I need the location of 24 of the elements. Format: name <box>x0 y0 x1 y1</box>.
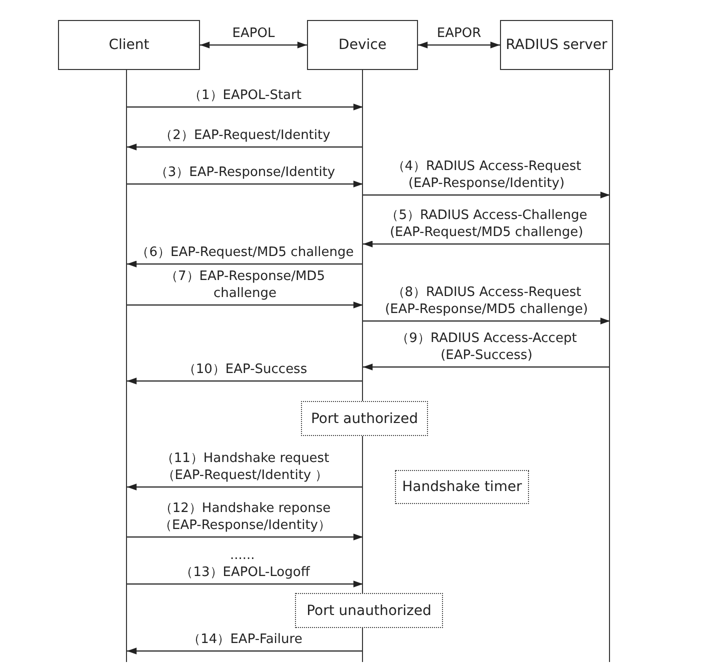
message-arrow <box>127 180 363 188</box>
message-arrow <box>363 318 610 324</box>
state-box: Port unauthorized <box>295 593 443 628</box>
message-arrow <box>127 144 363 150</box>
message-arrow <box>363 240 610 248</box>
message-arrow <box>127 302 363 308</box>
participant-box: Client <box>58 20 200 70</box>
message-arrow <box>418 42 500 48</box>
timer-box: Handshake timer <box>395 470 529 504</box>
ellipsis-text: ...... <box>230 548 255 563</box>
message-arrow <box>127 484 363 490</box>
message-arrow <box>127 648 363 654</box>
participant-box: Device <box>307 20 418 70</box>
message-label: （6）EAP-Request/MD5 challenge <box>136 244 354 261</box>
message-arrow <box>363 364 610 370</box>
message-arrow <box>200 42 307 48</box>
message-arrow <box>363 192 610 198</box>
message-arrow <box>127 260 363 268</box>
message-arrow <box>127 104 363 110</box>
state-box: Port authorized <box>301 401 428 436</box>
message-arrow <box>127 378 363 384</box>
message-arrow <box>127 534 363 540</box>
message-arrow <box>127 580 363 588</box>
participant-box: RADIUS server <box>500 20 613 70</box>
